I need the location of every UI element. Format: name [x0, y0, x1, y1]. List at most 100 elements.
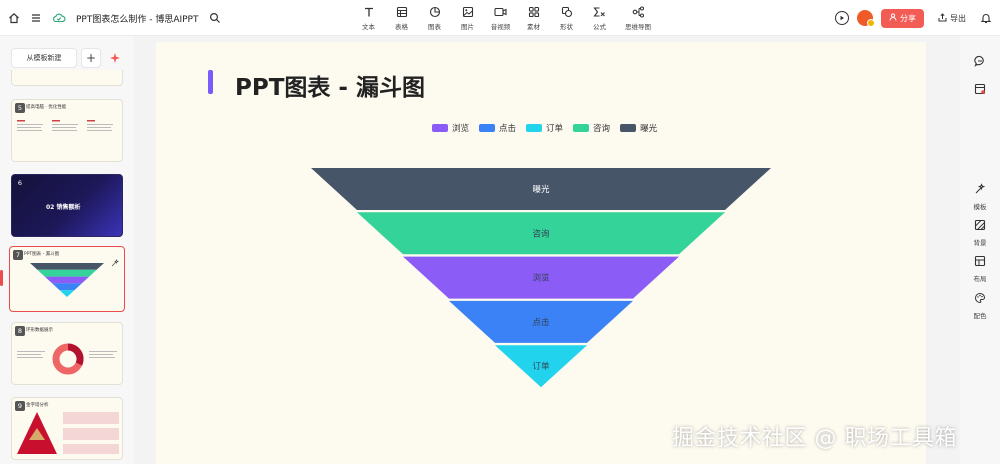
slide[interactable]: PPT图表 - 漏斗图 浏览点击订单咨询曝光 曝光咨询浏览点击订单 [156, 42, 926, 464]
slide-number: 5 [15, 103, 25, 113]
slide-number: 9 [15, 401, 25, 411]
rp-label: 模板 [973, 203, 987, 211]
tool-label: 音视频 [490, 23, 511, 31]
tool-video[interactable]: 音视频 [484, 5, 517, 31]
legend-item[interactable]: 曝光 [620, 122, 657, 134]
slide-thumbnail-partial[interactable] [11, 70, 123, 86]
export-icon [938, 12, 947, 24]
legend-swatch [526, 124, 543, 132]
slide-number: 6 [17, 179, 23, 187]
toolbar-right: 分享 导出 [835, 0, 992, 36]
slide-number: 7 [13, 250, 23, 260]
legend-label: 浏览 [452, 124, 470, 134]
tool-mindmap[interactable]: 思维导图 [616, 5, 660, 31]
ai-generate-button[interactable] [105, 48, 125, 68]
slide-thumbnail-9[interactable]: 9 金字塔分析 [11, 397, 123, 460]
insert-toolbar: 文本 表格 图表 图片 音视频 素材 形状 公式 [352, 5, 660, 31]
rp-label: 布局 [973, 275, 987, 283]
thumbnail-title: 02 销售额析 [46, 204, 81, 211]
tool-label: 文本 [362, 23, 375, 31]
add-slide-button[interactable]: + [81, 48, 101, 68]
thumbnail-columns [17, 120, 113, 131]
funnel-label: 点击 [532, 317, 549, 328]
rp-label: 背景 [973, 239, 987, 247]
tool-material[interactable]: 素材 [517, 5, 550, 31]
legend-swatch [573, 124, 590, 132]
play-icon[interactable] [835, 11, 849, 25]
menu-icon[interactable] [30, 12, 42, 24]
toolbar-left: PPT图表怎么制作 - 博思AIPPT [8, 0, 221, 36]
top-toolbar: PPT图表怎么制作 - 博思AIPPT 文本 表格 图表 图片 音视频 素材 [0, 0, 1000, 36]
magic-edit-icon[interactable] [111, 252, 119, 271]
legend-label: 曝光 [640, 124, 658, 134]
slide-number: 8 [15, 326, 25, 336]
slide-thumbnail-6[interactable]: 6 02 销售额析 [11, 174, 123, 237]
thumbnail-funnel [30, 263, 104, 297]
home-icon[interactable] [8, 12, 20, 24]
thumbnail-title: PPT图表 - 漏斗图 [24, 252, 60, 257]
shape-icon [561, 5, 573, 19]
slide-thumbnail-panel: 从模板新建 + 5 提高电脑 · 优化性能 6 02 销售额析 7 PPT图表 … [0, 36, 134, 464]
share-button[interactable]: 分享 [881, 8, 924, 28]
new-slide-row: 从模板新建 + [11, 48, 125, 68]
thumbnail-title: 环形数据展示 [26, 328, 53, 333]
slide-canvas[interactable]: PPT图表 - 漏斗图 浏览点击订单咨询曝光 曝光咨询浏览点击订单 [134, 36, 960, 464]
palette-button[interactable]: 配色 [960, 289, 1000, 320]
share-label: 分享 [900, 13, 916, 23]
title-accent-bar [208, 70, 213, 94]
funnel-label: 曝光 [532, 184, 550, 195]
funnel-segment[interactable] [403, 256, 679, 299]
funnel-segment[interactable] [449, 300, 633, 343]
comment-button[interactable] [960, 52, 1000, 71]
notes-button[interactable] [960, 80, 1000, 99]
legend-label: 订单 [546, 124, 564, 134]
tool-label: 图表 [428, 23, 441, 31]
legend-item[interactable]: 点击 [479, 122, 516, 134]
slide-thumbnail-7[interactable]: 7 PPT图表 - 漏斗图 [9, 246, 125, 312]
export-button[interactable]: 导出 [932, 9, 972, 28]
layout-button[interactable]: 布局 [960, 252, 1000, 283]
slide-title[interactable]: PPT图表 - 漏斗图 [235, 75, 425, 101]
export-label: 导出 [950, 13, 966, 23]
tool-text[interactable]: 文本 [352, 5, 385, 31]
slide-thumbnail-8[interactable]: 8 环形数据展示 [11, 322, 123, 385]
new-from-template-button[interactable]: 从模板新建 [11, 48, 77, 68]
bell-icon[interactable] [980, 12, 992, 24]
legend-item[interactable]: 订单 [526, 122, 563, 134]
tool-formula[interactable]: 公式 [583, 5, 616, 31]
template-icon [974, 180, 986, 199]
funnel-label: 浏览 [532, 273, 549, 284]
tool-table[interactable]: 表格 [385, 5, 418, 31]
tool-label: 素材 [527, 23, 540, 31]
funnel-segment[interactable] [311, 168, 771, 210]
material-icon [528, 5, 540, 19]
chart-icon [429, 5, 441, 19]
image-icon [462, 5, 474, 19]
formula-icon [593, 5, 606, 19]
legend-label: 点击 [499, 124, 517, 134]
legend-item[interactable]: 浏览 [432, 122, 469, 134]
tool-shape[interactable]: 形状 [550, 5, 583, 31]
cloud-sync-icon [52, 12, 66, 24]
chart-legend: 浏览 点击 订单咨询 曝光 [432, 122, 657, 134]
tool-image[interactable]: 图片 [451, 5, 484, 31]
tool-chart[interactable]: 图表 [418, 5, 451, 31]
funnel-label: 咨询 [532, 228, 549, 239]
document-title[interactable]: PPT图表怎么制作 - 博思AIPPT [76, 14, 199, 25]
avatar[interactable] [857, 10, 875, 27]
background-button[interactable]: 背景 [960, 216, 1000, 247]
sparkle-icon [109, 49, 121, 68]
comment-icon [974, 52, 986, 71]
tool-label: 表格 [395, 23, 408, 31]
legend-swatch [432, 124, 448, 132]
funnel-segment[interactable] [357, 212, 725, 255]
legend-item[interactable]: 咨询 [573, 122, 610, 134]
tool-label: 思维导图 [625, 23, 651, 31]
template-button[interactable]: 模板 [960, 180, 1000, 211]
legend-swatch [479, 124, 496, 132]
search-icon[interactable] [209, 12, 221, 24]
funnel-segment[interactable] [495, 345, 587, 388]
thumbnail-title: 提高电脑 · 优化性能 [26, 105, 67, 110]
slide-thumbnail-5[interactable]: 5 提高电脑 · 优化性能 [11, 99, 123, 162]
